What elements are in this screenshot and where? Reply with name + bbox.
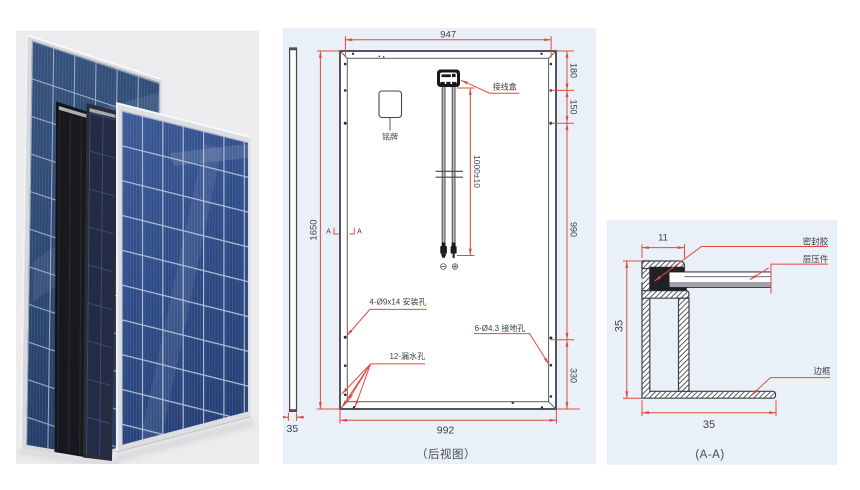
dim-990-value: 990 <box>568 222 578 237</box>
dim-992 <box>339 410 557 424</box>
dim-right-chain <box>550 50 580 410</box>
dim-35-height-value: 35 <box>614 320 626 332</box>
rear-view-drawing: 铭牌 <box>283 28 596 464</box>
leader-frame <box>750 377 830 396</box>
dim-150-value: 150 <box>568 99 578 114</box>
nameplate-outline <box>378 90 403 119</box>
dim-330-value: 330 <box>568 368 578 383</box>
junction-box-label: 接线盒 <box>493 82 517 92</box>
dimensions <box>283 36 580 424</box>
dim-947 <box>344 36 552 58</box>
dim-cable-length <box>457 87 475 256</box>
section-marker-a: A A <box>326 227 362 236</box>
section-view-graphic: 11 35 35 密封胶 层压件 边框 (A-A) <box>614 233 831 461</box>
dim-35-edge <box>283 412 304 421</box>
laminate-label: 层压件 <box>803 254 829 264</box>
junction-box <box>437 69 460 87</box>
cables <box>435 87 463 258</box>
dim-35-height <box>623 260 642 399</box>
dim-35-edge-value: 35 <box>287 423 299 435</box>
dim-11-value: 11 <box>658 233 668 244</box>
leader-mounting-holes <box>346 308 427 337</box>
dim-cable-length-value: 1000±10 <box>472 155 482 188</box>
leader-sealant <box>654 246 828 282</box>
dim-11 <box>641 244 685 258</box>
solar-panel-front-right <box>115 102 251 453</box>
mc4-connectors <box>440 242 457 258</box>
product-photo <box>16 31 259 464</box>
frame-holes <box>343 52 553 409</box>
edge-view <box>289 47 298 412</box>
solar-panel-dark-blue <box>83 103 119 461</box>
sealant-label: 密封胶 <box>803 237 829 247</box>
nameplate <box>378 90 403 131</box>
section-marker-left-letter: A <box>326 229 331 236</box>
leader-grounding-holes <box>474 333 550 365</box>
solar-panels-photo-graphic <box>16 31 259 464</box>
polarity-negative: ⊖ <box>439 261 447 272</box>
mounting-holes-label: 4-Ø9x14 安装孔 <box>370 296 427 306</box>
section-marker-right-letter: A <box>357 229 362 236</box>
laminate <box>669 271 771 288</box>
leader-drain-holes <box>341 363 425 408</box>
section-view-drawing: 11 35 35 密封胶 层压件 边框 (A-A) <box>607 220 837 465</box>
edge-view-bar <box>289 47 298 412</box>
rear-view-caption: （后视图） <box>416 447 476 461</box>
dim-35-width <box>641 400 777 416</box>
leader-laminate <box>749 263 828 294</box>
floor-shadow <box>17 419 254 464</box>
dim-1650-value: 1650 <box>309 219 320 240</box>
cable-break-marks <box>435 170 463 178</box>
polarity-positive: ⊕ <box>451 261 459 272</box>
dim-180-value: 180 <box>568 63 578 78</box>
module-inner-frame <box>346 57 550 403</box>
frame-label: 边框 <box>813 366 831 376</box>
sealant <box>649 266 687 291</box>
frame-notch <box>641 278 643 283</box>
grounding-holes-label: 6-Ø4.3 接地孔 <box>475 323 526 333</box>
module-outer-frame <box>339 50 557 410</box>
dim-992-value: 992 <box>437 425 455 437</box>
frame-inner-wall <box>677 297 690 392</box>
section-view-caption: (A-A) <box>695 449 724 461</box>
drain-holes-label: 12-漏水孔 <box>389 351 425 361</box>
section-dimensions <box>623 244 830 416</box>
dim-1650 <box>316 50 340 410</box>
leader-junction-box <box>460 79 520 94</box>
nameplate-label: 铭牌 <box>382 132 398 142</box>
dim-35-width-value: 35 <box>703 419 715 431</box>
module-outline <box>339 50 557 410</box>
dim-947-value: 947 <box>440 29 456 40</box>
rear-view-graphic: 铭牌 <box>283 29 580 461</box>
